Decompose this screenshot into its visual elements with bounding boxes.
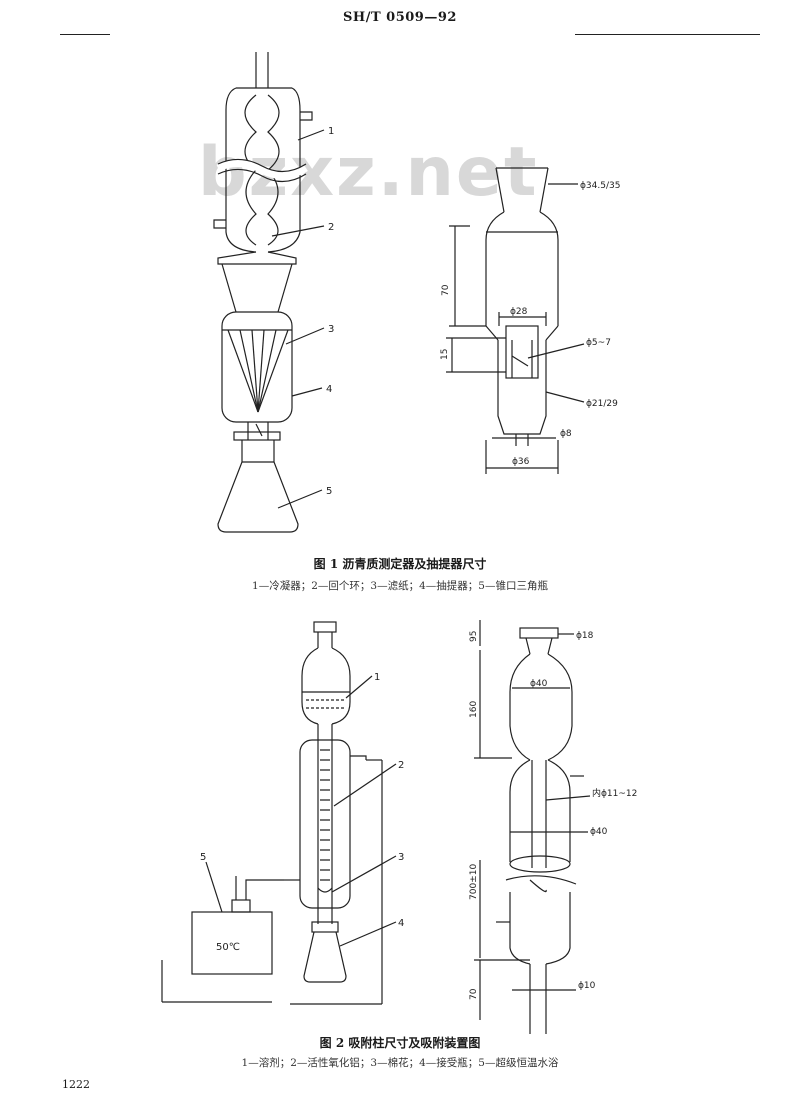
page-number: 1222 xyxy=(62,1078,90,1091)
figure1-assembly xyxy=(213,52,325,533)
dim-jacket-height: 700±10 xyxy=(469,864,479,900)
standard-code-header: SH/T 0509—92 xyxy=(343,10,457,25)
dim-bulb-height-160: 160 xyxy=(469,701,479,718)
header-rule-left xyxy=(60,34,110,35)
fig2-callout-1: 1 xyxy=(374,672,380,683)
dim-outer-dia: ϕ36 xyxy=(512,457,530,467)
dim-bulb-dia-40: ϕ40 xyxy=(530,679,548,689)
dim-stem-dia: ϕ8 xyxy=(560,429,572,439)
dim-inner-tube: 内ϕ11~12 xyxy=(592,787,637,799)
fig2-callout-2: 2 xyxy=(398,760,404,771)
bath-temperature-label: 50℃ xyxy=(216,942,240,953)
fig2-callout-4: 4 xyxy=(398,918,404,929)
fig1-callout-1: 1 xyxy=(328,126,334,137)
dim-inner-dia: ϕ28 xyxy=(510,307,528,317)
dim-small-dia: ϕ5~7 xyxy=(586,338,611,348)
figure2-column-dims xyxy=(474,620,591,1034)
figure2-caption: 图 2 吸附柱尺寸及吸附装置图 xyxy=(319,1036,481,1050)
dim-sub-height: 15 xyxy=(440,349,450,360)
figure2-apparatus xyxy=(161,621,397,1005)
dim-top-dia-18: ϕ18 xyxy=(576,631,594,641)
dim-bottom-height-70: 70 xyxy=(469,988,479,1000)
figure1-extractor-dims xyxy=(446,167,585,474)
header-rule-right xyxy=(575,34,760,35)
fig1-callout-3: 3 xyxy=(328,324,334,335)
dim-bottom-joint: ϕ21/29 xyxy=(586,399,618,409)
fig1-callout-5: 5 xyxy=(326,486,332,497)
dim-top-height-95: 95 xyxy=(469,631,479,642)
figure1-legend: 1—冷凝器；2—回个环；3—滤纸；4—抽提器；5—锥口三角瓶 xyxy=(252,580,548,592)
fig2-callout-3: 3 xyxy=(398,852,404,863)
figure2-legend: 1—溶剂；2—活性氧化铝；3—棉花；4—接受瓶；5—超级恒温水浴 xyxy=(241,1057,559,1069)
dim-bottom-dia-10: ϕ10 xyxy=(578,981,596,991)
figure1-caption: 图 1 沥青质测定器及抽提器尺寸 xyxy=(313,557,487,571)
dim-top-joint: ϕ34.5/35 xyxy=(580,181,620,191)
fig1-callout-2: 2 xyxy=(328,222,334,233)
dim-height-70: 70 xyxy=(441,284,451,296)
fig1-callout-4: 4 xyxy=(326,384,332,395)
fig2-callout-5: 5 xyxy=(200,852,206,863)
dim-jacket-dia-40: ϕ40 xyxy=(590,827,608,837)
